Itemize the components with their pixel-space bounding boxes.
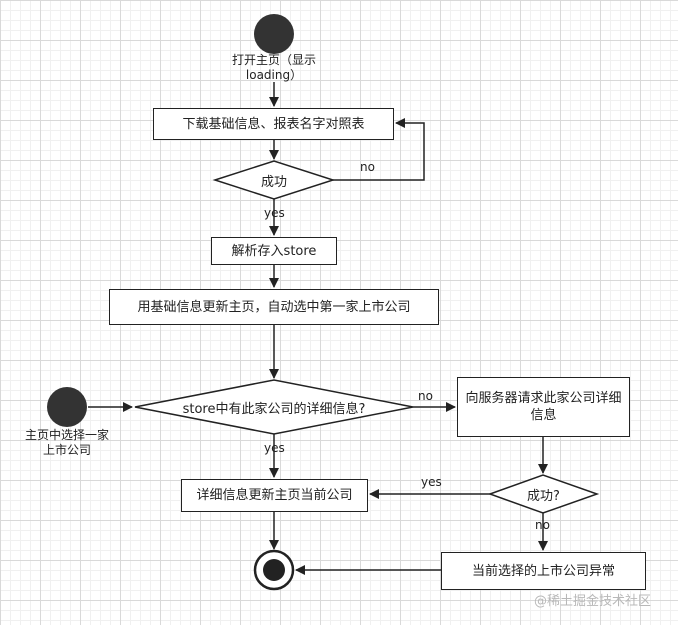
process-parse: 解析存入store [211,237,337,265]
start-node-label: 打开主页（显示loading） [231,53,316,82]
decision-success-2 [487,474,600,514]
decision-success-2-label: 成功? [527,488,560,504]
start-node [254,14,294,54]
start-node-2 [47,387,87,427]
edge-label-no-1: no [360,160,375,174]
edge-label-no-2: no [418,389,433,403]
end-node-core [263,559,285,581]
edge-success1-no-loop [333,118,425,181]
process-detail-update: 详细信息更新主页当前公司 [181,479,368,512]
edge-label-yes-2: yes [264,441,285,455]
process-download: 下载基础信息、报表名字对照表 [153,108,394,140]
watermark: @稀土掘金技术社区 [534,594,652,609]
process-exception: 当前选择的上市公司异常 [441,552,646,590]
start-node-2-label: 主页中选择一家上市公司 [24,428,109,457]
process-request-server: 向服务器请求此家公司详细信息 [457,377,630,437]
decision-check-store-label: store中有此家公司的详细信息? [182,401,366,417]
edge-label-no-3: no [535,518,550,532]
edge-label-yes-1: yes [264,206,285,220]
decision-success-1-label: 成功 [260,174,287,190]
process-update-home: 用基础信息更新主页，自动选中第一家上市公司 [109,289,439,325]
edge-label-yes-3: yes [421,475,442,489]
